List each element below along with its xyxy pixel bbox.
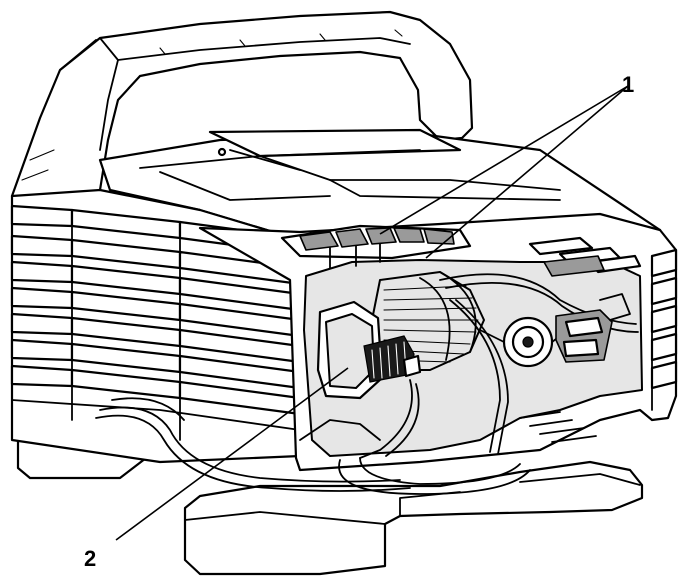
wiring-harness [95,273,639,495]
leader-lines [115,85,629,541]
ventilation-slots [280,224,472,269]
leader-line-1a [379,85,629,235]
callout-label-1: 1 [622,72,634,97]
terminal-post [479,316,569,368]
callout-label-2: 2 [84,546,96,571]
leader-line-2 [115,367,349,541]
cable-connector [316,300,422,400]
cable-clamp [543,255,631,363]
leader-line-1b [425,85,629,259]
carry-handle [10,10,474,212]
